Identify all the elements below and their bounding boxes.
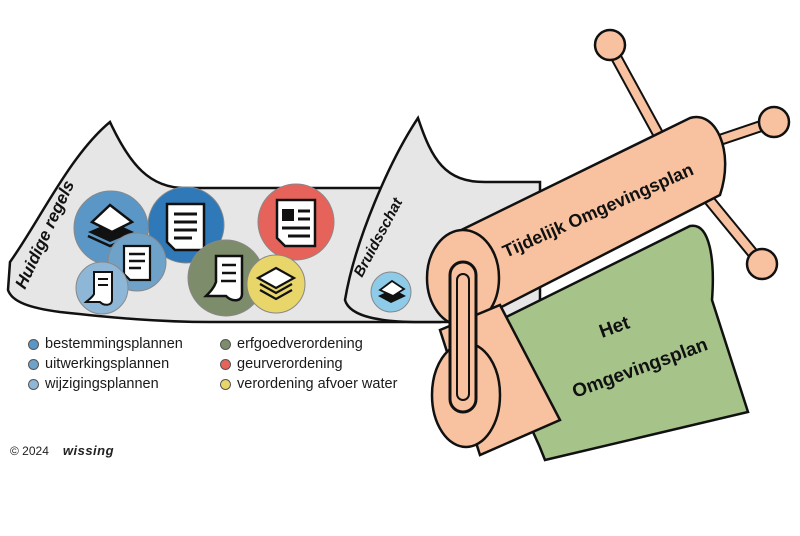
legend-item: bestemmingsplannen — [28, 334, 183, 354]
brand-logo: wissing — [62, 443, 115, 458]
roll-link — [448, 260, 478, 414]
scroll-icon — [202, 254, 244, 302]
document-icon — [122, 244, 152, 282]
legend-label: geurverordening — [237, 356, 343, 372]
bestemmingsplan-large-bubble — [147, 186, 225, 264]
stacked-papers-icon — [378, 279, 406, 303]
document-icon — [165, 202, 206, 252]
legend-item: erfgoedverordening — [220, 334, 397, 354]
legend-item: wijzigingsplannen — [28, 374, 183, 394]
legend-dot-icon — [220, 338, 231, 350]
legend-dot-icon — [28, 358, 39, 370]
legend-label: erfgoedverordening — [237, 336, 363, 352]
legend-label: bestemmingsplannen — [45, 336, 183, 352]
press-handle-bottom — [699, 189, 779, 281]
legend-item: verordening afvoer water — [220, 374, 397, 394]
document-icon — [275, 198, 317, 248]
scroll-icon — [83, 271, 113, 306]
legend-dot-icon — [28, 378, 39, 390]
verordening-afvoer-water-bubble — [246, 254, 306, 314]
layers-icon — [255, 266, 297, 301]
geurverordening-bubble — [257, 183, 335, 261]
bruidsschat-bubble — [370, 271, 412, 313]
legend-left: bestemmingsplannen uitwerkingsplannen wi… — [28, 334, 183, 394]
legend-dot-icon — [28, 338, 39, 350]
footer: © 2024 wissing — [10, 443, 114, 458]
legend-item: geurverordening — [220, 354, 397, 374]
legend-item: uitwerkingsplannen — [28, 354, 183, 374]
legend-label: uitwerkingsplannen — [45, 356, 170, 372]
wijzigingsplan-bubble — [75, 261, 129, 315]
legend-dot-icon — [220, 358, 231, 370]
legend-label: verordening afvoer water — [237, 376, 398, 392]
legend-dot-icon — [220, 378, 231, 390]
copyright: © 2024 — [10, 443, 49, 458]
erfgoedverordening-bubble — [187, 239, 265, 317]
legend-right: erfgoedverordening geurverordening veror… — [220, 334, 397, 394]
legend-label: wijzigingsplannen — [45, 376, 159, 392]
